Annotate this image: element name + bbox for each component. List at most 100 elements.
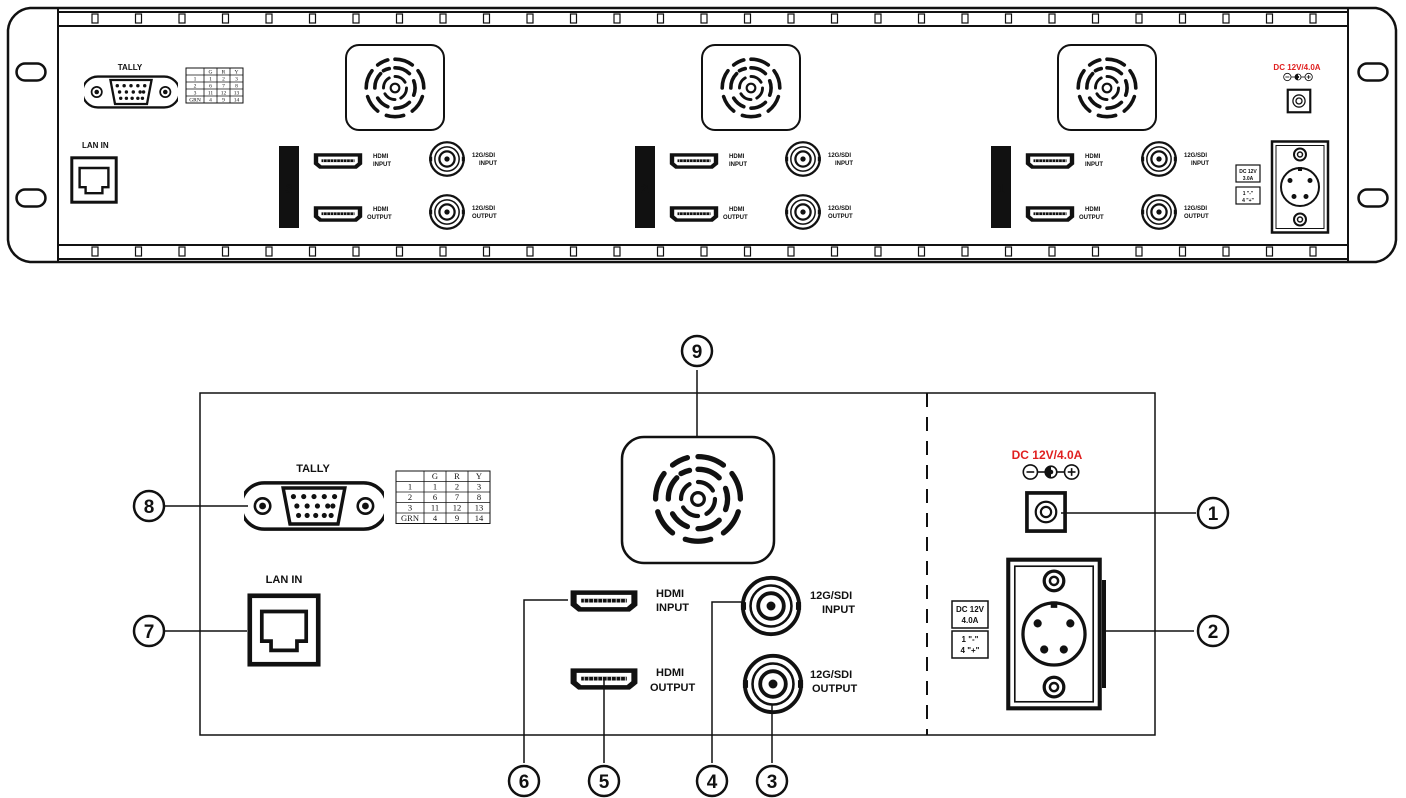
detail-hdmi-input-icon (570, 589, 638, 613)
rail-tick (700, 13, 708, 24)
tally-table-cell: 3 (408, 503, 412, 513)
tally-table-cell: 6 (433, 492, 437, 502)
callout-number: 4 (707, 772, 718, 793)
detail-sdi-output-icon (741, 653, 805, 715)
tally-table-cell: G (209, 69, 213, 75)
rail-tick (613, 246, 621, 257)
rail-tick (1004, 13, 1013, 24)
tally-table-cell: 3 (194, 90, 197, 96)
rack-xlr-pin-1: 1 "-" (1243, 191, 1254, 197)
module-fan-icon (720, 57, 782, 119)
rail-tick (917, 13, 926, 24)
rail-tick (526, 13, 534, 24)
rail-tick (265, 13, 273, 24)
rail-tick (178, 246, 186, 257)
detail-xlr-pin-1: 1 "-" (962, 635, 979, 644)
rail-tick (961, 13, 969, 24)
rack-module-1: 1HDMIINPUTHDMIOUTPUT12G/SDIINPUT12G/SDIO… (991, 44, 1209, 230)
callout-1: 1 (1196, 496, 1230, 530)
detail-hdmi-output-line2: OUTPUT (650, 682, 696, 694)
module-sdi-output-line2: OUTPUT (828, 214, 853, 220)
rail-tick (221, 13, 230, 24)
callout-number: 5 (599, 772, 610, 793)
rack-tally-vga-icon (84, 75, 178, 109)
module-sdi-output-icon (784, 194, 822, 230)
module-number: 3 (285, 181, 292, 196)
rack-hole-bottom-right (1357, 188, 1389, 208)
rack-lan-rj45-icon (70, 156, 118, 204)
detail-lan-rj45-icon (250, 596, 318, 664)
module-sdi-input-line2: INPUT (835, 161, 853, 167)
callout-8: 8 (132, 489, 166, 523)
rack-hole-bottom-left (15, 188, 47, 208)
callout-circle (132, 614, 166, 648)
rail-tick (1091, 13, 1100, 24)
tally-table-cell: 2 (455, 482, 459, 492)
module-sdi-input-line1: 12G/SDI (828, 153, 851, 159)
tally-table-cell: GRN (189, 97, 201, 103)
tally-table-cell: 14 (234, 97, 240, 103)
rail-tick (830, 13, 839, 24)
callout-leader-lines (165, 370, 1196, 763)
callout-number: 1 (1208, 504, 1219, 525)
rail-tick (569, 13, 578, 24)
module-sdi-output-line2: OUTPUT (472, 214, 497, 220)
callout-circle (680, 334, 714, 368)
rail-tick (395, 246, 404, 257)
detail-sdi-input-icon (739, 575, 803, 637)
callout-number: 2 (1208, 622, 1219, 643)
detail-xlr-pin-2: 4 "+" (961, 646, 980, 655)
rack-xlr-pin-2: 4 "+" (1242, 198, 1254, 204)
rail-tick (1222, 246, 1230, 257)
rack-module-3: 3HDMIINPUTHDMIOUTPUT12G/SDIINPUT12G/SDIO… (279, 44, 497, 230)
rail-tick (221, 246, 230, 257)
module-sdi-input-icon (1140, 141, 1178, 177)
rail-tick (1178, 13, 1187, 24)
rail-tick (482, 13, 491, 24)
callout-circle (132, 489, 166, 523)
module-sdi-output-line1: 12G/SDI (1184, 206, 1207, 212)
tally-table-cell: 14 (475, 513, 484, 523)
module-number-tab (279, 146, 299, 228)
module-sdi-output-icon (428, 194, 466, 230)
callout-circle (507, 764, 541, 798)
module-hdmi-output-line1: HDMI (373, 207, 389, 213)
callout-number: 9 (692, 342, 703, 363)
tally-table-cell: 12 (221, 90, 227, 96)
rack-tally-label: TALLY (118, 63, 143, 72)
module-hdmi-output-line2: OUTPUT (723, 215, 748, 221)
rail-tick (787, 246, 795, 257)
tally-table-cell: 12 (453, 503, 462, 513)
module-fan-icon (1076, 57, 1138, 119)
rail-tick (700, 246, 708, 257)
detail-dc-jack-icon (1025, 491, 1067, 533)
callout-6: 6 (507, 764, 541, 798)
callout-5: 5 (587, 764, 621, 798)
module-hdmi-input-icon (313, 153, 363, 169)
rail-tick (1004, 246, 1013, 257)
rail-tick (526, 246, 534, 257)
module-sdi-input-icon (784, 141, 822, 177)
module-hdmi-output-icon (1025, 206, 1075, 222)
rail-tick (1048, 246, 1056, 257)
module-hdmi-input-icon (1025, 153, 1075, 169)
rail-tick (569, 246, 578, 257)
rack-polarity-icon (1283, 72, 1313, 82)
rail-tick (134, 246, 143, 257)
module-fan-housing (701, 44, 801, 131)
rail-tick (743, 13, 752, 24)
module-hdmi-output-icon (313, 206, 363, 222)
tally-table-cell: 3 (477, 482, 481, 492)
tally-table-cell: Y (476, 471, 482, 481)
rail-tick (91, 13, 99, 24)
module-fan-housing (345, 44, 445, 131)
callout-3: 3 (755, 764, 789, 798)
callout-number: 8 (144, 497, 155, 518)
detail-lan-label: LAN IN (266, 574, 303, 586)
module-hdmi-input-line2: INPUT (373, 162, 391, 168)
rail-tick (656, 246, 665, 257)
module-fan-housing (1057, 44, 1157, 131)
